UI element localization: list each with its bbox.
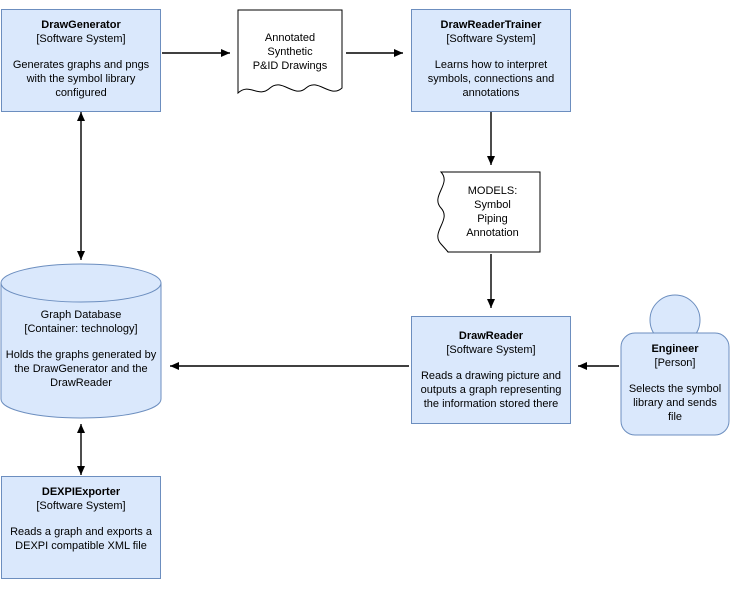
document-shape-annotated-drawings (237, 9, 343, 95)
node-title: DEXPIExporter (41, 486, 121, 498)
node-engineer[interactable]: Engineer [Person] Selects the symbol lib… (625, 342, 725, 432)
document-line-2: Symbol (474, 199, 511, 211)
node-title: Engineer (651, 343, 699, 355)
node-description: Holds the graphs generated by the DrawGe… (5, 349, 157, 389)
node-drawreader[interactable]: DrawReader [Software System] Reads a dra… (411, 316, 571, 424)
node-subtitle: [Software System] (446, 344, 536, 356)
node-subtitle: [Software System] (36, 33, 126, 45)
node-description: Reads a graph and exports a DEXPI compat… (10, 526, 152, 552)
node-graph-database[interactable]: Graph Database [Container: technology] H… (1, 308, 161, 403)
node-annotated-synthetic-drawings[interactable]: Annotated Synthetic P&ID Drawings (238, 22, 342, 82)
document-shape-models (437, 171, 541, 253)
node-title: Graph Database (40, 309, 122, 321)
node-drawgenerator[interactable]: DrawGenerator [Software System] Generate… (1, 9, 161, 112)
node-description: Generates graphs and pngs with the symbo… (12, 59, 150, 99)
document-line-3: P&ID Drawings (252, 60, 328, 72)
node-description: Selects the symbol library and sends fil… (628, 383, 722, 423)
node-title: DrawReader (458, 330, 524, 342)
node-title: DrawReaderTrainer (440, 19, 542, 31)
node-drawreadertrainer[interactable]: DrawReaderTrainer [Software System] Lear… (411, 9, 571, 112)
document-line-3: Piping (477, 213, 508, 225)
document-line-1: MODELS: (467, 185, 518, 197)
document-line-1: Annotated (264, 32, 316, 44)
node-title: DrawGenerator (41, 19, 121, 31)
node-models[interactable]: MODELS: Symbol Piping Annotation (445, 182, 540, 242)
cylinder-shape-graph-database (0, 282, 162, 419)
document-line-2: Synthetic (267, 46, 313, 58)
node-description: Reads a drawing picture and outputs a gr… (420, 370, 562, 410)
node-subtitle: [Container: technology] (24, 323, 138, 335)
person-body-engineer (620, 332, 730, 436)
node-description: Learns how to interpret symbols, connect… (427, 59, 555, 99)
node-subtitle: [Person] (654, 357, 696, 369)
document-line-4: Annotation (466, 227, 519, 239)
node-subtitle: [Software System] (36, 500, 126, 512)
cylinder-top-graph-database (0, 263, 162, 303)
node-subtitle: [Software System] (446, 33, 536, 45)
node-dexpiexporter[interactable]: DEXPIExporter [Software System] Reads a … (1, 476, 161, 579)
